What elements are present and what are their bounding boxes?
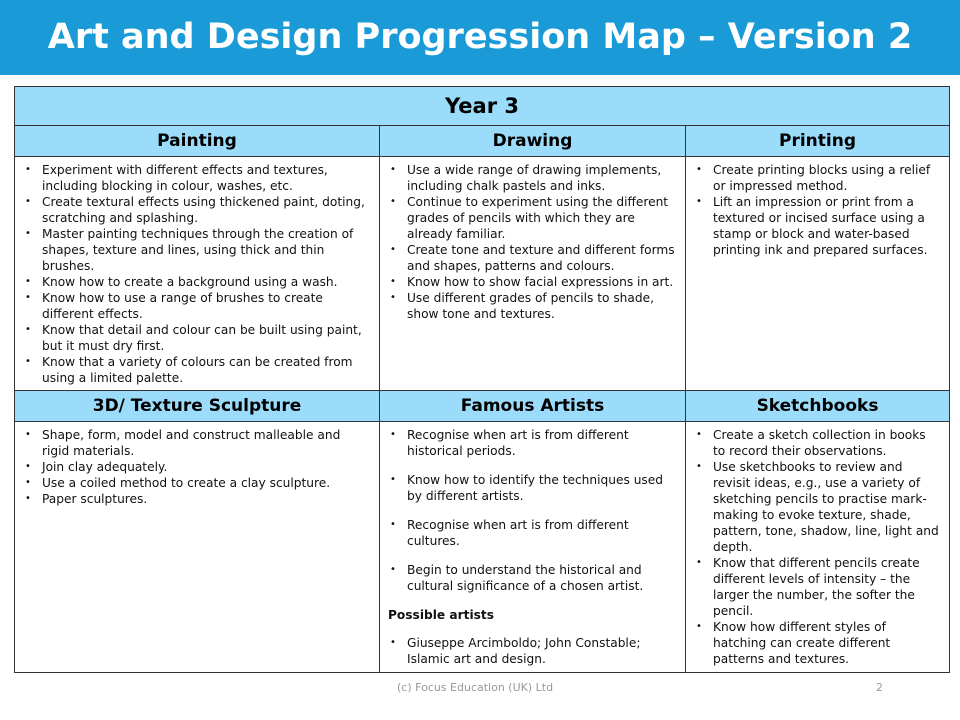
- painting-cell: Experiment with different effects and te…: [14, 156, 380, 391]
- year-heading: Year 3: [13, 86, 951, 126]
- heading-sketchbooks: Sketchbooks: [684, 390, 951, 422]
- bullet-item: Create printing blocks using a relief or…: [694, 162, 941, 194]
- bullet-item: Experiment with different effects and te…: [23, 162, 371, 194]
- bullet-item: Lift an impression or print from a textu…: [694, 194, 941, 258]
- heading-printing: Printing: [684, 125, 951, 157]
- bullet-item: Paper sculptures.: [23, 491, 371, 507]
- bullet-item: Master painting techniques through the c…: [23, 226, 371, 274]
- famous-artists-cell: Recognise when art is from different his…: [379, 421, 686, 673]
- progression-table: Year 3 Painting Drawing Printing Experim…: [13, 86, 951, 673]
- bullet-item: Use a wide range of drawing implements, …: [388, 162, 677, 194]
- printing-cell: Create printing blocks using a relief or…: [684, 156, 951, 391]
- sketchbooks-cell: Create a sketch collection in books to r…: [684, 421, 951, 673]
- bullet-item: Know that a variety of colours can be cr…: [23, 354, 371, 386]
- drawing-cell: Use a wide range of drawing implements, …: [379, 156, 686, 391]
- bullet-item: Know how to show facial expressions in a…: [388, 274, 677, 290]
- heading-drawing: Drawing: [379, 125, 686, 157]
- bullet-item: Recognise when art is from different cul…: [388, 517, 677, 549]
- page-title: Art and Design Progression Map – Version…: [0, 0, 960, 75]
- heading-sculpture: 3D/ Texture Sculpture: [14, 390, 380, 422]
- bullet-item: Giuseppe Arcimboldo; John Constable; Isl…: [388, 635, 677, 667]
- bullet-item: Create a sketch collection in books to r…: [694, 427, 941, 459]
- bullet-item: Know that different pencils create diffe…: [694, 555, 941, 619]
- bullet-item: Continue to experiment using the differe…: [388, 194, 677, 242]
- bullet-item: Create tone and texture and different fo…: [388, 242, 677, 274]
- bullet-item: Use sketchbooks to review and revisit id…: [694, 459, 941, 555]
- bullet-item: Know how to identify the techniques used…: [388, 472, 677, 504]
- sculpture-cell: Shape, form, model and construct malleab…: [14, 421, 380, 673]
- bullet-item: Join clay adequately.: [23, 459, 371, 475]
- bullet-item: Know how different styles of hatching ca…: [694, 619, 941, 667]
- bullet-item: Know that detail and colour can be built…: [23, 322, 371, 354]
- bullet-item: Begin to understand the historical and c…: [388, 562, 677, 594]
- heading-famous-artists: Famous Artists: [379, 390, 686, 422]
- bullet-item: Know how to create a background using a …: [23, 274, 371, 290]
- page-number: 2: [876, 681, 883, 694]
- heading-painting: Painting: [14, 125, 380, 157]
- bullet-item: Use different grades of pencils to shade…: [388, 290, 677, 322]
- bullet-item: Create textural effects using thickened …: [23, 194, 371, 226]
- copyright-footer: (c) Focus Education (UK) Ltd: [397, 681, 554, 694]
- bullet-item: Recognise when art is from different his…: [388, 427, 677, 459]
- bullet-item: Use a coiled method to create a clay scu…: [23, 475, 371, 491]
- bullet-item: Shape, form, model and construct malleab…: [23, 427, 371, 459]
- possible-artists-subheading: Possible artists: [388, 608, 494, 622]
- bullet-item: Know how to use a range of brushes to cr…: [23, 290, 371, 322]
